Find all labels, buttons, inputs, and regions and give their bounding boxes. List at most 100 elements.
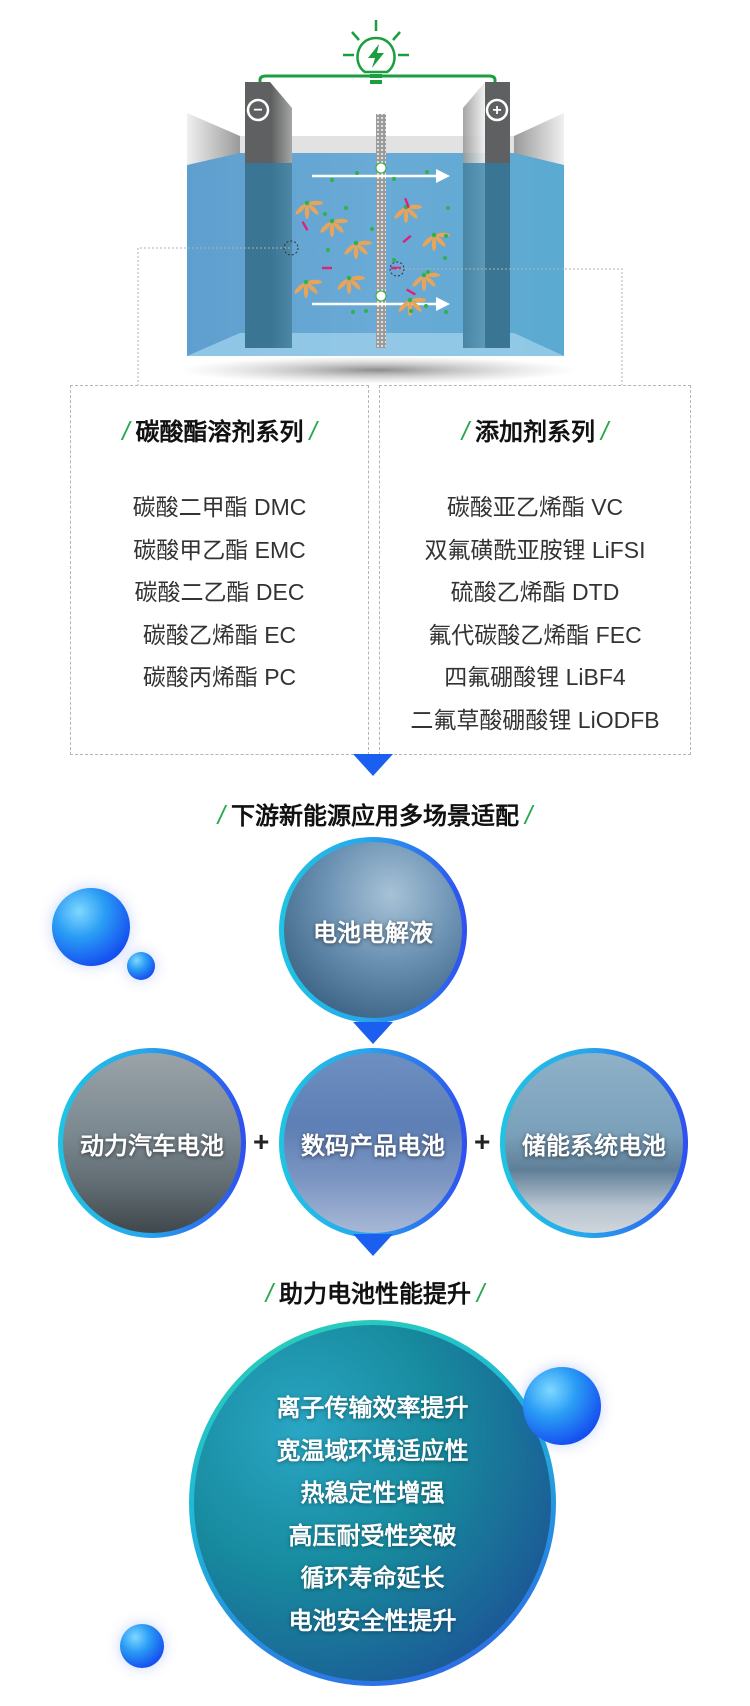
list-item: 四氟硼酸锂 LiBF4 (444, 664, 626, 691)
list-item: 电池安全性提升 (288, 1607, 457, 1635)
solvent-molecule (334, 218, 348, 224)
solvent-molecule (333, 222, 344, 233)
plus-sign: + (253, 1126, 270, 1157)
list-item: 碳酸二甲酯 DMC (132, 494, 307, 520)
list-item: 双氟磺酰亚胺锂 LiFSI (424, 536, 646, 563)
anion (322, 266, 332, 270)
solvent-series-title: /碳酸酯溶剂系列/ (122, 416, 317, 446)
performance-list: 离子传输效率提升 宽温域环境适应性 热稳定性增强 高压耐受性突破 循环寿命延长 … (194, 1388, 551, 1644)
solvent-molecule (435, 236, 446, 247)
additive-list: 碳酸亚乙烯酯 VC 双氟磺酰亚胺锂 LiFSI 硫酸乙烯酯 DTD 氟代碳酸乙烯… (380, 486, 690, 742)
lithium-ion (370, 227, 374, 231)
list-item: 循环寿命延长 (300, 1565, 445, 1593)
storage-battery-label: 储能系统电池 (522, 1132, 666, 1160)
anion (406, 288, 416, 296)
list-item: 碳酸乙烯酯 EC (142, 621, 297, 648)
down-arrow-icon (353, 754, 393, 776)
solvent-molecule (329, 223, 335, 237)
solvent-series-panel: /碳酸酯溶剂系列/ 碳酸二甲酯 DMC 碳酸甲乙酯 EMC 碳酸二乙酯 DEC … (70, 385, 369, 755)
performance-title: /助力电池性能提升/ (265, 1278, 485, 1308)
electrolyte-label: 电池电解液 (313, 919, 433, 947)
negative-symbol: − (253, 102, 262, 119)
lithium-ion (444, 234, 448, 238)
lithium-ion (344, 206, 348, 210)
list-item: 碳酸二乙酯 DEC (134, 579, 305, 606)
lithium-ion (407, 297, 413, 303)
light-bulb-icon (258, 20, 497, 84)
solvent-molecule (426, 272, 440, 278)
list-item: 硫酸乙烯酯 DTD (450, 579, 620, 606)
list-item: 氟代碳酸乙烯酯 FEC (428, 621, 642, 648)
solvent-molecule (295, 204, 306, 215)
solvent-molecule (308, 204, 319, 215)
lithium-ion (326, 248, 330, 252)
decorative-sphere (120, 1624, 164, 1668)
ion-marker (375, 162, 387, 174)
lithium-ion (304, 200, 310, 206)
solvent-molecule (350, 279, 361, 290)
down-arrow-icon (353, 1022, 393, 1044)
decorative-sphere (52, 888, 130, 966)
additive-series-panel: /添加剂系列/ 碳酸亚乙烯酯 VC 双氟磺酰亚胺锂 LiFSI 硫酸乙烯酯 DT… (379, 385, 691, 755)
minus-icon (246, 98, 270, 122)
anion (391, 266, 401, 270)
electrolyte-battery-diagram: − + (137, 20, 623, 385)
lithium-ion (424, 304, 428, 308)
solvent-molecule (358, 240, 372, 246)
solvent-molecule (421, 277, 427, 291)
lithium-ion (323, 212, 327, 216)
ion-marker (375, 290, 387, 302)
solvent-molecule (309, 200, 323, 206)
solvent-molecule (425, 276, 436, 287)
list-item: 高压耐受性突破 (288, 1522, 457, 1550)
leader-line (397, 268, 623, 385)
lithium-ion (353, 240, 359, 246)
negative-electrode: − (245, 82, 292, 348)
lithium-ion (421, 272, 427, 278)
list-item: 宽温域环境适应性 (276, 1437, 469, 1465)
ev-battery-label: 动力汽车电池 (80, 1132, 224, 1160)
solvent-molecule (411, 301, 422, 312)
ev-battery-circle: 动力汽车电池 (58, 1048, 246, 1238)
solvent-molecule (308, 279, 322, 285)
lithium-ion (392, 258, 396, 262)
list-item: 碳酸甲乙酯 EMC (133, 536, 306, 563)
solvent-molecule (353, 245, 359, 259)
electrolyte-circle: 电池电解液 (279, 837, 467, 1023)
solvent-molecule (303, 284, 309, 298)
lithium-ion (446, 206, 450, 210)
digital-battery-circle: 数码产品电池 (279, 1048, 467, 1238)
list-item: 离子传输效率提升 (276, 1395, 469, 1422)
solvent-molecule (346, 280, 352, 294)
solvent-molecule (307, 283, 318, 294)
solvent-molecule (407, 302, 413, 316)
positive-electrode: + (463, 82, 510, 348)
lithium-ion (431, 232, 437, 238)
solvent-molecule (320, 222, 331, 233)
storage-battery-circle: 储能系统电池 (500, 1048, 688, 1238)
lithium-ion (355, 171, 359, 175)
lithium-ion (329, 218, 335, 224)
applications-title: /下游新能源应用多场景适配/ (217, 800, 533, 830)
digital-battery-label: 数码产品电池 (301, 1132, 445, 1160)
solvent-molecule (431, 237, 437, 251)
solvent-molecule (412, 297, 426, 303)
solvent-molecule (294, 283, 305, 294)
lithium-ion (330, 178, 334, 182)
separator (376, 114, 386, 348)
lithium-ion (426, 270, 430, 274)
solvent-list: 碳酸二甲酯 DMC 碳酸甲乙酯 EMC 碳酸二乙酯 DEC 碳酸乙烯酯 EC 碳… (71, 486, 368, 699)
lithium-ion (346, 275, 352, 281)
molecules (294, 170, 450, 316)
list-item: 碳酸丙烯酯 PC (142, 664, 297, 691)
solvent-molecule (407, 208, 418, 219)
solvent-molecule (357, 244, 368, 255)
solvent-molecule (422, 236, 433, 247)
lithium-ion (392, 177, 396, 181)
plus-sign: + (474, 1126, 491, 1157)
plus-icon (485, 98, 509, 122)
list-item: 碳酸亚乙烯酯 VC (446, 494, 624, 520)
solvent-molecule (394, 208, 405, 219)
lithium-ion (351, 310, 355, 314)
additive-series-title: /添加剂系列/ (461, 416, 609, 446)
